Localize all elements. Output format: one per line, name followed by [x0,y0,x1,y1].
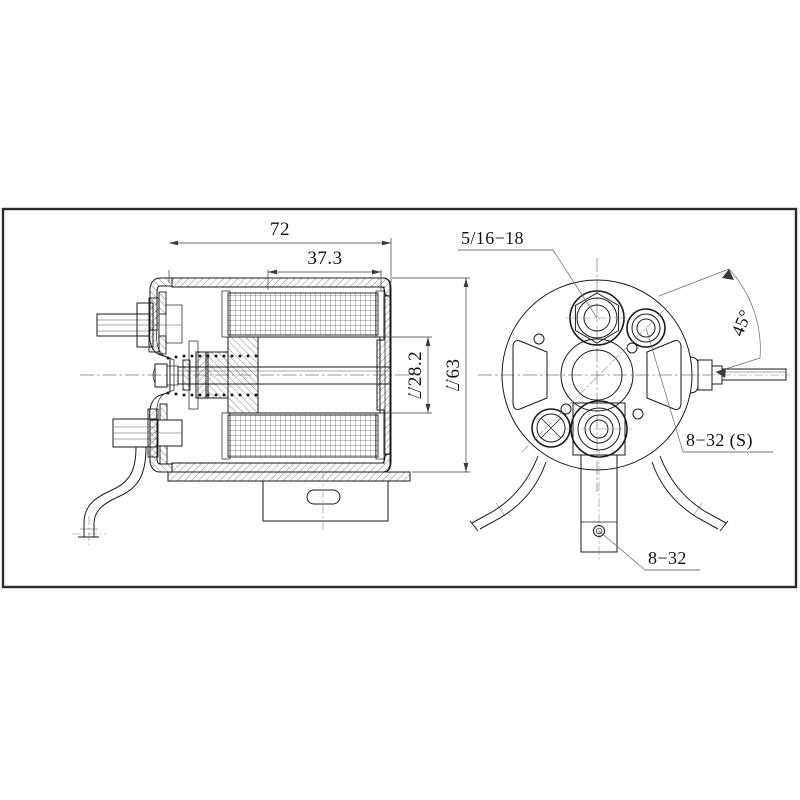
shaft-step [166,365,179,386]
terminal-8-32-s [626,308,666,354]
dimension-37-3-label: 37.3 [307,248,342,269]
vent-blade-left [512,340,548,410]
locator-hole-upper-left [533,333,545,345]
label-8-32-s: 8−32 (S) [645,327,773,453]
center-boss-outer [560,338,634,412]
label-8-32-text: 8−32 [648,548,687,568]
bracket-box [262,480,389,522]
vent-blade-right [646,340,682,410]
label-8-32-s-text: 8−32 (S) [686,430,753,451]
terminal-bolt-upper [96,291,183,355]
winding-cap-left-top [221,290,231,338]
housing-inner-outline [172,286,386,464]
lead-wire [72,446,147,545]
housing-right-cap [376,295,391,455]
lead-wires-end-view [469,455,729,532]
terminal-washer-upper2 [158,335,167,355]
dimension-72: 72 [168,219,392,283]
dimension-dia-28-2-label: ⌰28.2 [405,351,426,399]
rotor-cone [205,336,259,414]
cross-section-view: 72 37.3 ⌰28.2 ⌰63 [72,219,470,545]
shaft-collar-bevel [152,367,156,384]
terminal-washer-upper [158,291,167,315]
dimension-dia-63: ⌰63 [392,277,470,473]
center-boss-inner [571,349,623,401]
bracket-flange [167,471,411,482]
rotor-hub-key [182,359,191,391]
terminal-lower-left [531,403,572,448]
rotor-hub-collar [195,351,209,399]
terminal-washer-lower [159,403,168,421]
diagonal-construction-line [521,305,669,453]
dimension-72-label: 72 [270,219,290,240]
label-8-32: 8−32 [598,530,700,571]
bracket-slot [306,489,341,505]
terminal-washer-lower2 [159,445,168,465]
stator-winding-top [227,292,379,336]
dimension-dia-28-2: ⌰28.2 [380,336,432,414]
drawing-frame [1,207,798,589]
angle-45-indicator: 45° [658,268,761,378]
label-5-16-18: 5/16−18 [458,228,598,319]
terminal-hex-nut [574,292,620,344]
dimension-dia-63-label: ⌰63 [443,359,464,392]
end-view: 45° 5/16−18 8−32 (S) 8−32 [458,228,790,571]
housing-outline [172,277,392,473]
bracket-terminal-bottom [566,400,632,560]
terminal-bolt-lower [112,403,183,465]
stator-winding-bottom [227,414,379,458]
strap-hole [593,525,605,537]
dimension-37-3: 37.3 [267,248,382,290]
winding-cap-left-bottom [221,412,231,460]
shaft-collar [154,363,168,388]
locator-hole-lower-right [632,408,644,420]
mounting-bracket [167,471,411,530]
terminal-5-16-18 [566,290,628,346]
angle-45-label: 45° [727,307,755,339]
label-5-16-18-text: 5/16−18 [461,228,524,248]
